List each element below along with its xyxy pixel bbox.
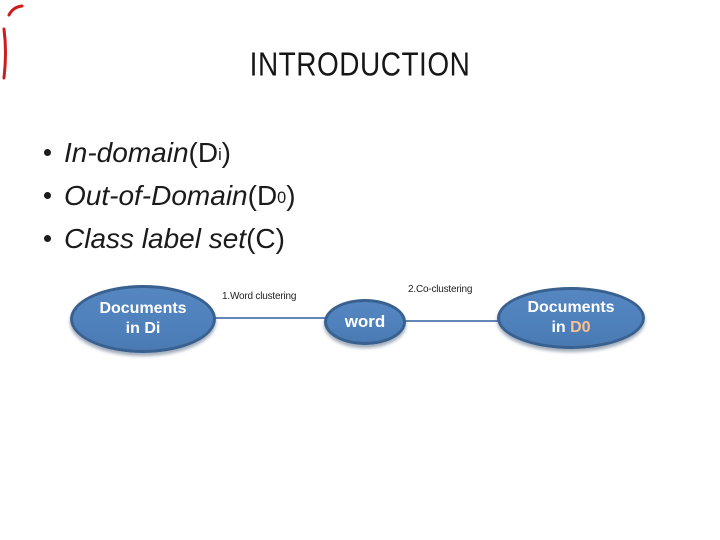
node-label-line1: Documents [527,299,615,316]
edge-label-word-clustering: 1.Word clustering [222,291,297,302]
node-documents-in-di: Documents in Di [70,285,216,353]
edge-label-co-clustering: 2.Co-clustering [408,284,473,295]
red-pen-mark-top [7,4,24,17]
node-label-line2: in Di [125,320,161,337]
bullet-paren: (C [246,222,276,254]
bullet-text: In-domain [64,136,189,168]
bullet-text: Out-of-Domain [64,179,248,211]
node-word: word [324,299,406,345]
node-label-line2-prefix: in [551,319,571,336]
node-documents-in-d0: Documents in D0 [497,287,645,349]
node-label-line2: in D0 [551,318,590,338]
node-label-line1: Documents [99,300,187,317]
bullet-paren: (D [247,179,278,211]
bullet-icon [44,235,51,242]
slide-title: INTRODUCTION [249,46,471,83]
bullet-item-class-label-set: Class label set(C) [44,217,296,260]
bullet-icon [44,149,51,156]
red-pen-mark-left [2,27,7,80]
connector-word-clustering [214,317,326,319]
bullet-paren: (D [188,136,219,168]
node-label-d0-highlight: D0 [570,319,591,336]
bullet-paren-close: ) [275,222,285,254]
bullet-paren-close: ) [286,179,296,211]
connector-co-clustering [404,320,499,322]
node-label: word [344,312,386,331]
red-pen-marks [2,4,24,80]
bullet-icon [44,192,51,199]
bullet-text: Class label set [64,222,247,254]
bullet-paren-close: ) [221,136,231,168]
